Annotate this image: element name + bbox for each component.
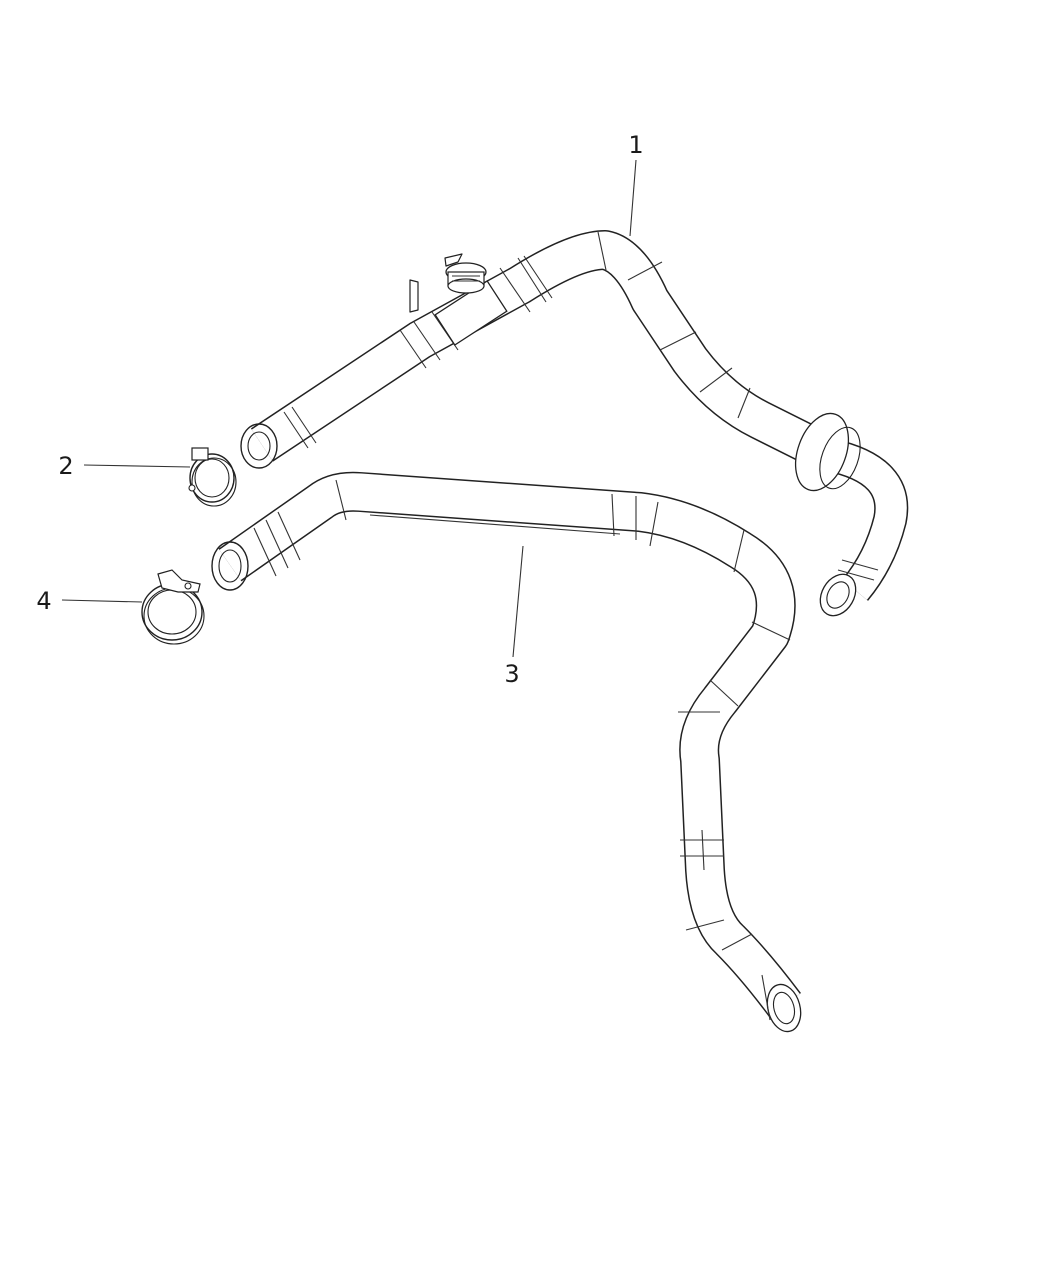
part-1-heater-hose bbox=[240, 230, 909, 617]
part-4-hose-clamp bbox=[141, 569, 205, 645]
callout-4: 4 bbox=[36, 587, 51, 615]
leader-4 bbox=[61, 599, 143, 603]
callout-1: 1 bbox=[628, 131, 643, 159]
callout-3: 3 bbox=[504, 660, 519, 688]
bleed-valve bbox=[434, 262, 508, 346]
leader-1 bbox=[629, 159, 637, 237]
part-2-hose-clamp bbox=[188, 447, 237, 507]
leader-2 bbox=[83, 464, 191, 468]
leader-3 bbox=[512, 545, 524, 658]
callout-labels: 1 2 3 4 bbox=[36, 131, 643, 688]
callout-2: 2 bbox=[58, 452, 73, 480]
callout-leaders bbox=[61, 159, 637, 658]
part-3-heater-hose bbox=[211, 471, 802, 1033]
